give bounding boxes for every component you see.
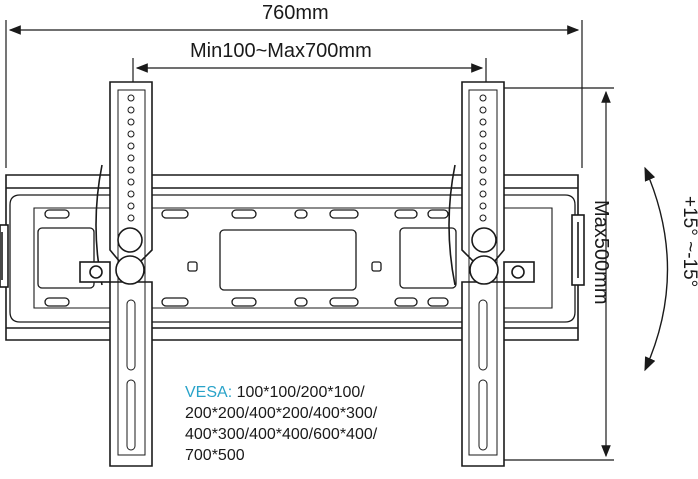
- vesa-title: VESA:: [185, 384, 233, 401]
- tilt-range-label: +15° ~-15°: [679, 196, 698, 288]
- left-arm-holes: [126, 94, 136, 451]
- tilt-arc: [644, 166, 669, 372]
- width-dimension-line: [5, 20, 583, 168]
- right-arm-holes: [478, 94, 488, 451]
- height-dimension-line: [500, 87, 614, 461]
- vesa-patterns: VESA: 100*100/200*100/ 200*200/400*200/4…: [185, 382, 455, 466]
- vesa-line-2: 200*200/400*200/400*300/: [185, 405, 378, 422]
- vesa-line-3: 400*300/400*400/600*400/: [185, 426, 378, 443]
- vesa-line-1: VESA: 100*100/200*100/: [185, 382, 455, 403]
- vesa-values-1: 100*100/200*100/: [232, 384, 365, 401]
- max-height-label: Max500mm: [590, 200, 612, 305]
- wall-plate-slots: [37, 209, 457, 307]
- right-vertical-arm: [448, 81, 535, 467]
- vesa-line-4: 700*500: [185, 447, 245, 464]
- vesa-spacing-label: Min100~Max700mm: [190, 40, 372, 62]
- spacing-dimension-line: [132, 58, 487, 84]
- overall-width-label: 760mm: [262, 2, 329, 24]
- left-vertical-arm: [79, 81, 153, 467]
